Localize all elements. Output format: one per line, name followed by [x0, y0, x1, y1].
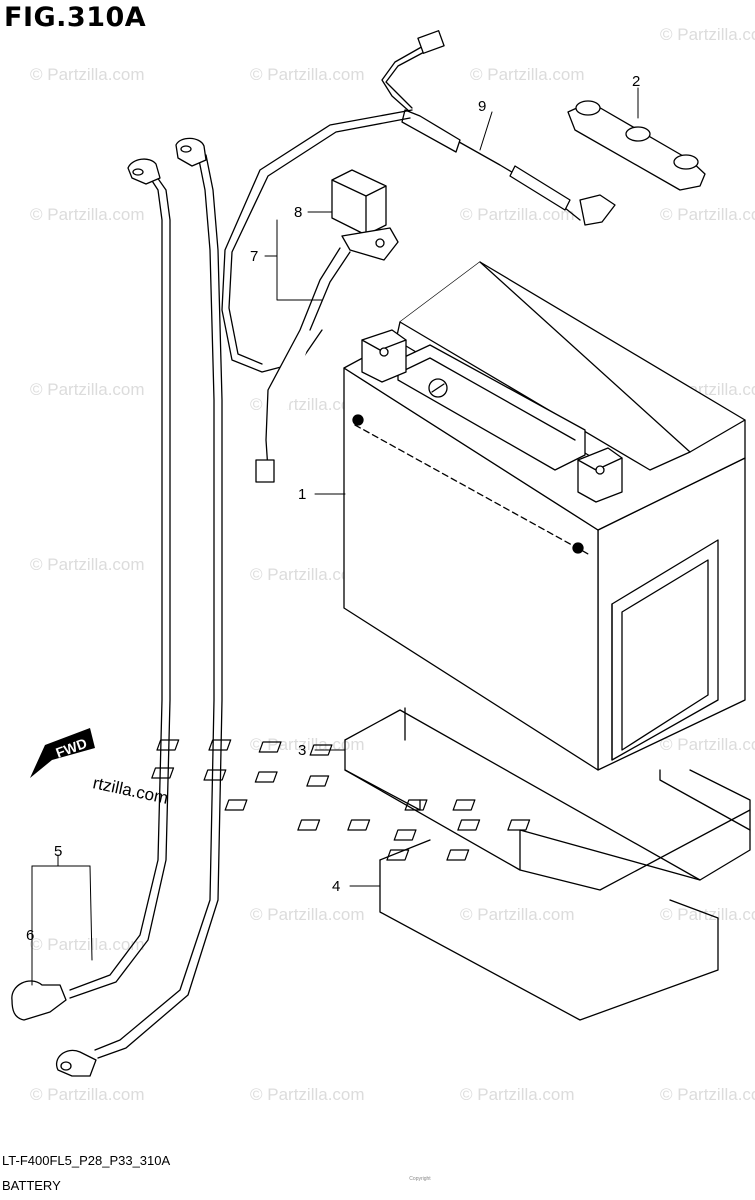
- copyright-note: Copyright: [409, 1176, 431, 1182]
- callout-9: 9: [478, 98, 486, 115]
- watermark: © Partzilla.com: [250, 65, 365, 84]
- watermark: © Partzilla.com: [30, 205, 145, 224]
- battery-cables: [11, 137, 223, 1077]
- callout-3: 3: [298, 742, 306, 759]
- watermark: © Partzilla.com: [660, 735, 755, 754]
- watermark: © Partzilla.com: [660, 1085, 755, 1104]
- figure-name: BATTERY: [2, 1178, 61, 1193]
- watermark: © Partzilla.com: [30, 380, 145, 399]
- watermark: © Partzilla.com: [470, 65, 585, 84]
- forward-arrow: FWD rtzilla.com: [30, 728, 170, 808]
- watermark: © Partzilla.com: [250, 905, 365, 924]
- fwd-label: FWD: [54, 735, 89, 761]
- callout-7: 7: [250, 248, 258, 265]
- callout-2: 2: [632, 73, 640, 90]
- watermark: © Partzilla.com: [460, 905, 575, 924]
- battery-tray: [151, 707, 751, 891]
- fuse-lead: [221, 30, 616, 373]
- watermark: © Partzilla.com: [660, 205, 755, 224]
- tray-slots: [151, 739, 531, 861]
- watermark: © Partzilla.com: [30, 935, 145, 954]
- callout-numbers: 1 2 3 4 5 6 7 8 9: [26, 73, 640, 944]
- callout-6: 6: [26, 927, 34, 944]
- watermark: © Partzilla.com: [250, 1085, 365, 1104]
- callout-8: 8: [294, 204, 302, 221]
- watermark: © Partzilla.com: [250, 735, 365, 754]
- watermark: © Partzilla.com: [30, 65, 145, 84]
- starter-relay: [255, 169, 399, 483]
- figure-code: LT-F400FL5_P28_P33_310A: [2, 1153, 171, 1168]
- watermark: © Partzilla.com: [460, 205, 575, 224]
- callout-leaders: [31, 87, 639, 986]
- callout-1: 1: [298, 486, 306, 503]
- watermark: © Partzilla.com: [250, 565, 365, 584]
- watermark: © Partzilla.com: [30, 1085, 145, 1104]
- callout-4: 4: [332, 878, 340, 895]
- watermark: © Partzilla.com: [460, 1085, 575, 1104]
- battery-pad: [379, 839, 719, 1021]
- watermark: © Partzilla.com: [30, 555, 145, 574]
- callout-5: 5: [54, 843, 62, 860]
- watermark: © Partzilla.com: [660, 25, 755, 44]
- battery: [343, 261, 746, 771]
- figure-title: FIG.310A: [4, 2, 147, 33]
- rubber-cushion: [567, 100, 706, 191]
